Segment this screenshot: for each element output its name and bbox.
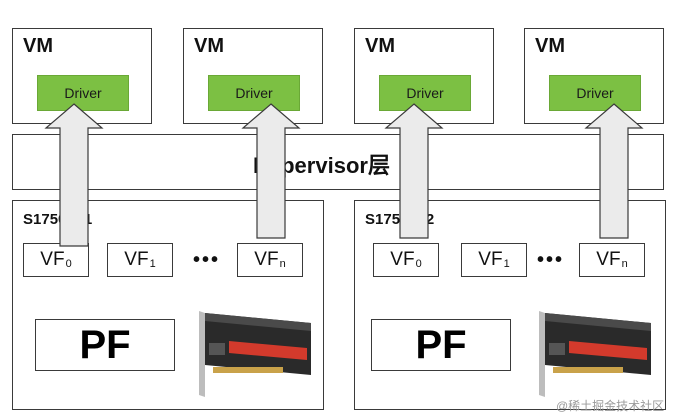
watermark: @稀土掘金技术社区 — [556, 399, 665, 413]
arrow-up-4 — [584, 103, 644, 239]
hypervisor-layer: Hypervisor层 — [12, 134, 664, 190]
vm-box-1: VM Driver — [12, 28, 152, 124]
vm-box-4: VM Driver — [524, 28, 664, 124]
arrow-up-2 — [241, 103, 301, 239]
pf-box: PF — [371, 319, 511, 371]
gpu-card-image — [199, 311, 311, 397]
vm-box-2: VM Driver — [183, 28, 323, 124]
vm-label: VM — [23, 35, 53, 57]
arrow-up-3 — [384, 103, 444, 239]
driver-box: Driver — [379, 75, 471, 111]
driver-box: Driver — [549, 75, 641, 111]
ellipsis: ••• — [537, 249, 565, 271]
vm-label: VM — [365, 35, 395, 57]
ellipsis: ••• — [193, 249, 221, 271]
driver-box: Driver — [37, 75, 129, 111]
arrow-up-1 — [44, 103, 104, 247]
vm-label: VM — [194, 35, 224, 57]
gpu-card-image — [539, 311, 651, 397]
pf-box: PF — [35, 319, 175, 371]
driver-box: Driver — [208, 75, 300, 111]
vm-label: VM — [535, 35, 565, 57]
vm-box-3: VM Driver — [354, 28, 494, 124]
